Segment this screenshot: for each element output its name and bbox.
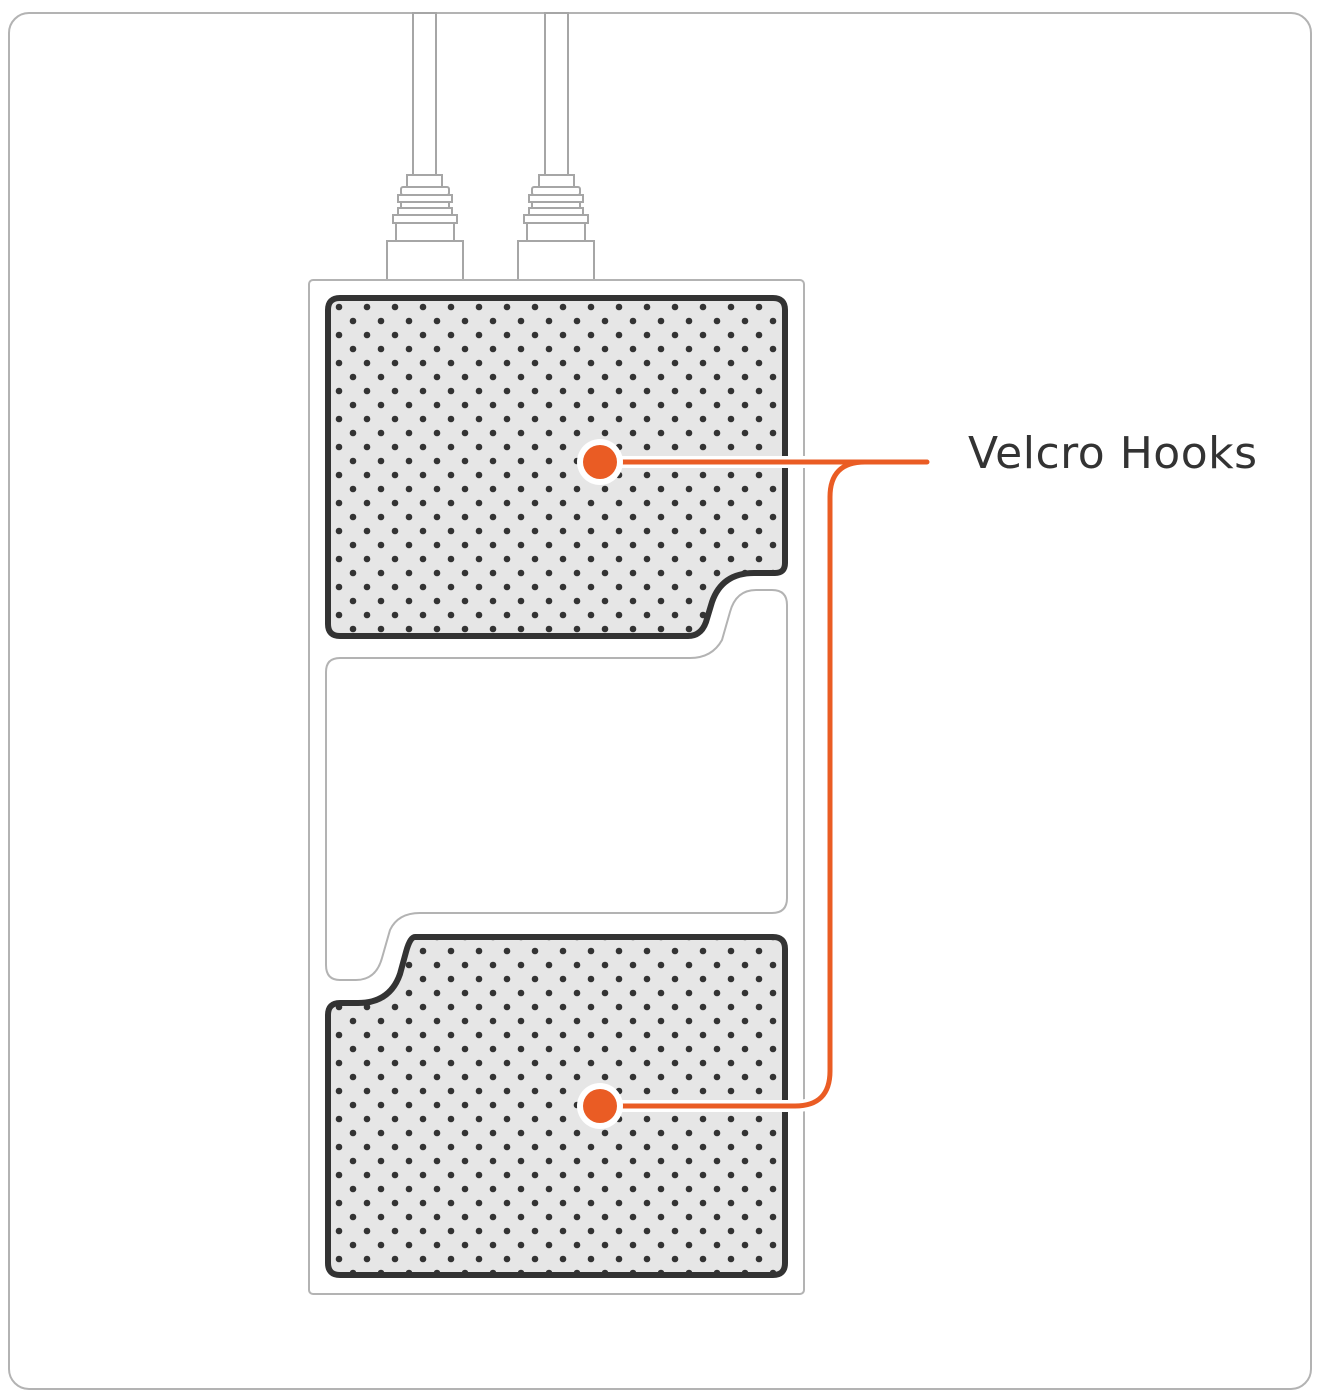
- callout-leader: [594, 456, 933, 1112]
- connector-right: [517, 186, 595, 281]
- velcro-hooks-label: Velcro Hooks: [968, 428, 1258, 479]
- connector-left: [386, 186, 464, 281]
- callout-dot-bottom: [577, 1083, 623, 1129]
- callout-dot-top: [577, 439, 623, 485]
- velcro-pad-bottom: [325, 934, 788, 1278]
- cable-right: [538, 12, 575, 188]
- velcro-pad-top: [325, 295, 788, 639]
- center-recess: [325, 589, 788, 981]
- cable-left: [406, 12, 443, 188]
